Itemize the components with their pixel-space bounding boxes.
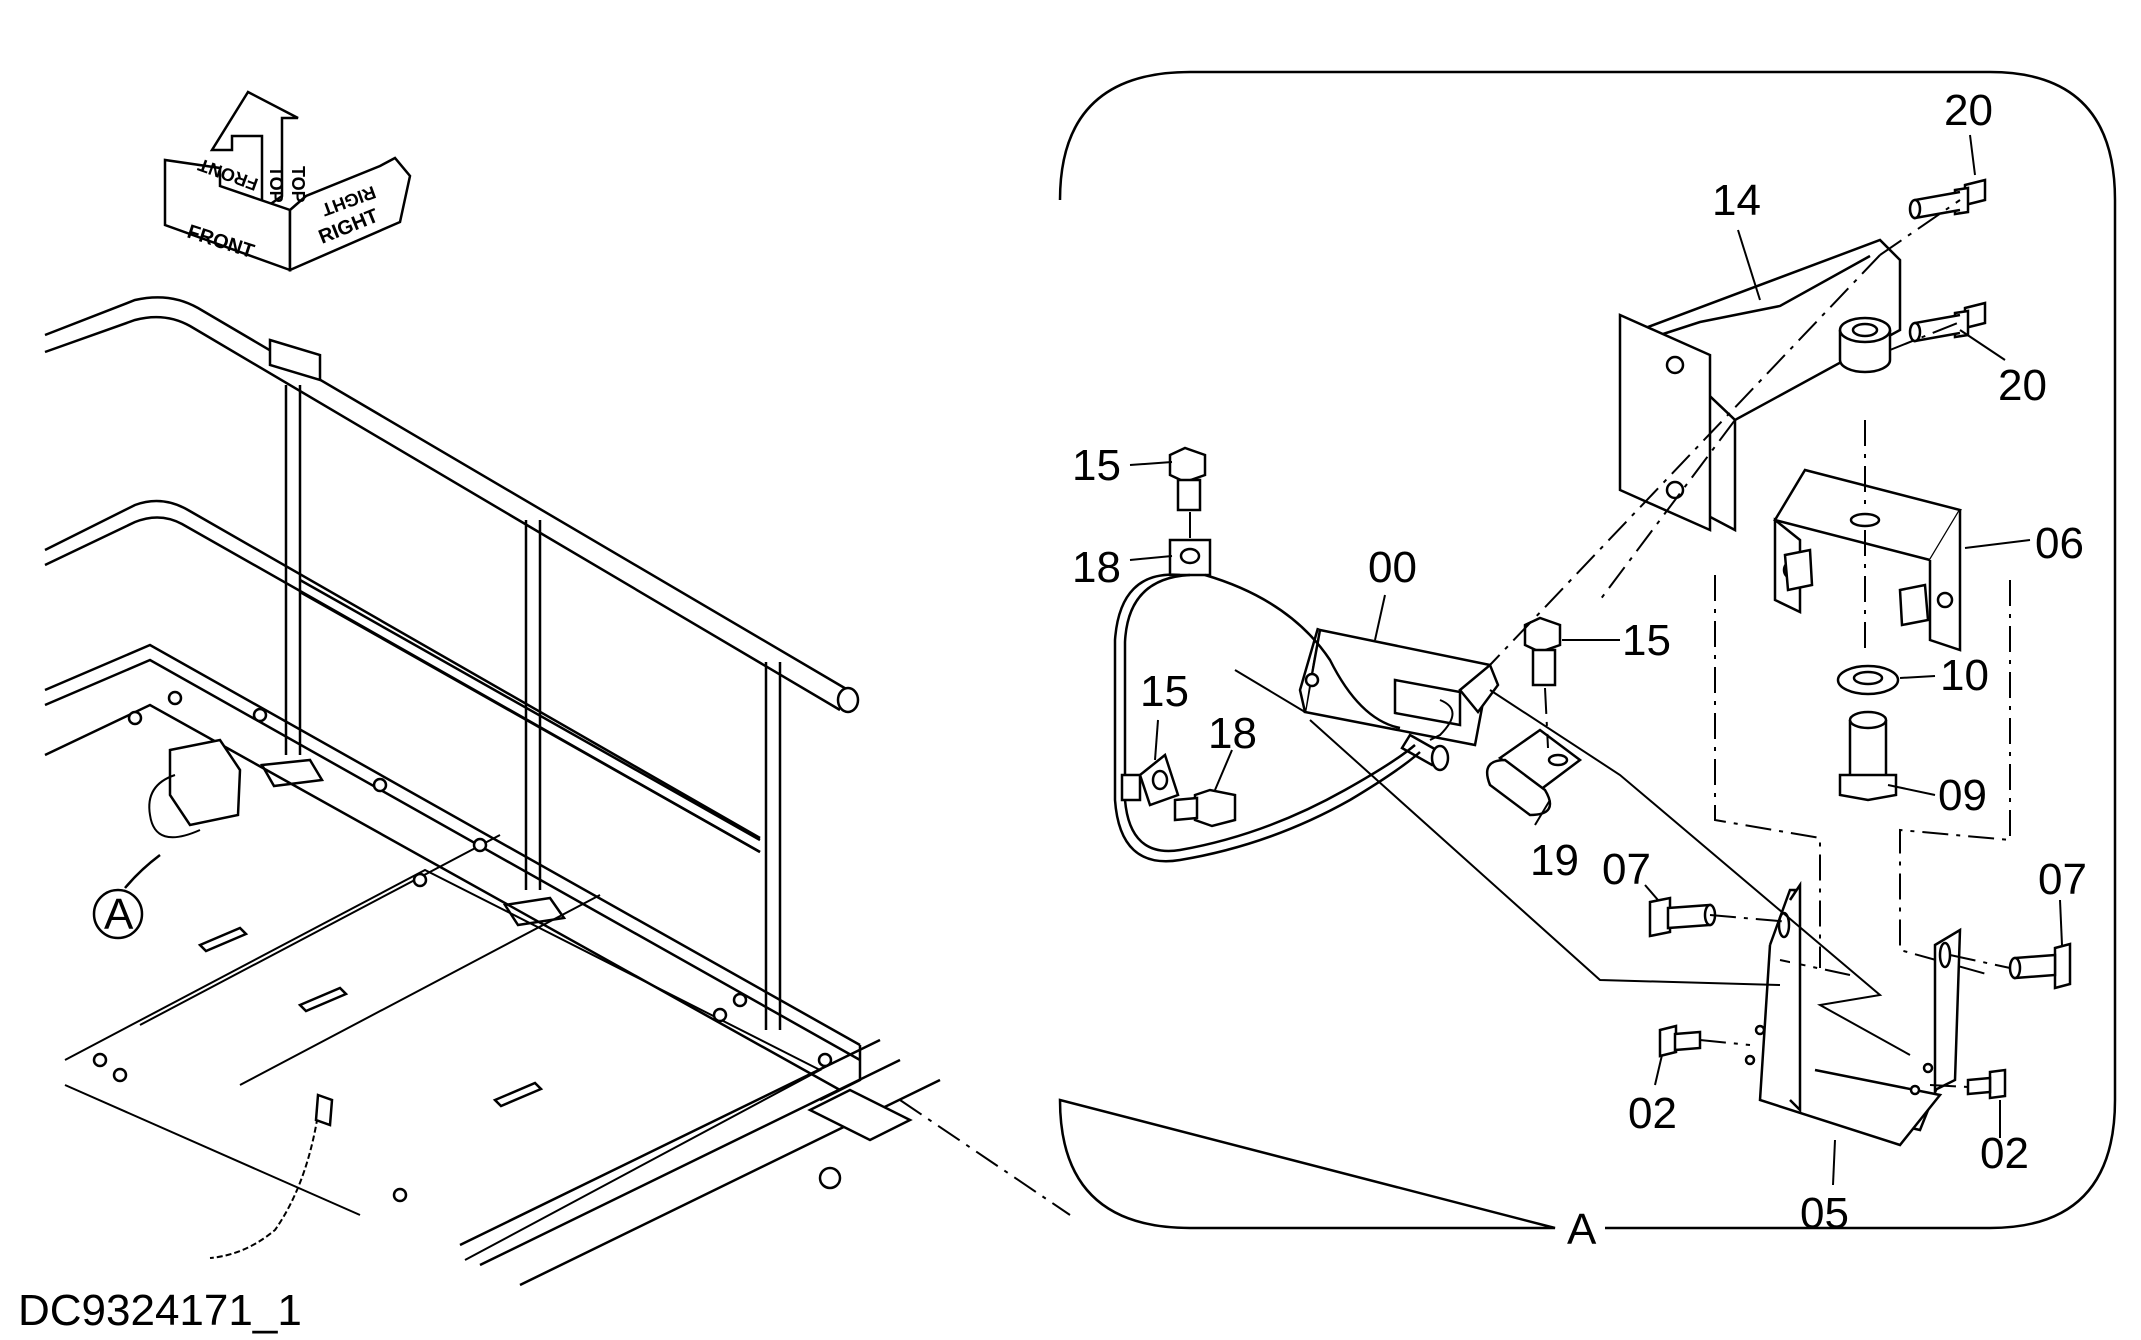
part-06-u-bracket <box>1773 468 1962 652</box>
callout-20-upper: 20 <box>1944 86 1993 135</box>
mid-rail <box>299 578 761 842</box>
orientation-top-label-2: TOP <box>288 166 308 203</box>
sensor-cable-upper <box>1204 573 1401 730</box>
callout-14: 14 <box>1712 176 1761 225</box>
callout-02-right: 02 <box>1980 1129 2029 1178</box>
platform-rear-edge <box>44 643 861 1047</box>
part-02-screw-right <box>1966 1068 2007 1100</box>
callout-18-side: 18 <box>1208 709 1257 758</box>
part-09-pin <box>1838 710 1898 802</box>
part-00-proximity-sensor <box>1298 627 1500 772</box>
part-15-bolt-top <box>1168 446 1207 512</box>
deck-plate-outline <box>64 868 823 1261</box>
drawing-id-label: DC9324171_1 <box>18 1286 302 1335</box>
upper-handrail-lower-edge <box>44 315 841 712</box>
handrail-post-3 <box>764 662 782 1030</box>
deck-plate-front <box>64 1084 361 1216</box>
callout-06: 06 <box>2035 519 2084 568</box>
part-20-bolt-upper <box>1908 178 1987 220</box>
platform-bolts <box>92 690 833 1203</box>
detail-frame <box>1058 70 2117 1230</box>
platform-rear-edge-inner <box>44 658 861 1062</box>
handrail-post-1 <box>284 385 302 755</box>
lower-handrail-lower-edge <box>44 516 761 854</box>
top-arrow-shape <box>209 90 299 213</box>
screw-02-axes <box>1699 1039 1969 1088</box>
sensor-cable-outer <box>1113 573 1421 863</box>
callout-leader-a <box>124 854 161 889</box>
callout-10: 10 <box>1940 651 1989 700</box>
installation-guide-lines <box>1234 669 1911 1056</box>
part-18-terminal-side <box>1138 752 1180 807</box>
chain-clip <box>314 1093 334 1127</box>
platform-frame-lower <box>44 703 841 1092</box>
callout-leaders <box>1129 134 2063 1186</box>
cable-sleeve <box>1120 773 1142 802</box>
mid-rail-edge <box>299 590 761 854</box>
detail-callout-circle <box>92 888 144 940</box>
part-02-screw-left <box>1658 1024 1702 1058</box>
step-plate-hole <box>818 1166 842 1190</box>
sensor-assembly-location <box>148 738 242 839</box>
callout-15-top: 15 <box>1072 441 1121 490</box>
step-plate <box>807 1088 913 1142</box>
lower-step-frame <box>459 1038 941 1287</box>
detail-extension-line <box>899 1099 1071 1216</box>
bolt-07-left-axis <box>1709 914 1791 923</box>
part-15-bolt-side <box>1173 788 1237 828</box>
platform-isometric-view: A <box>44 296 1071 1287</box>
lower-handrail <box>44 499 761 840</box>
callout-15-center: 15 <box>1622 616 1671 665</box>
part-19-cable-clamp <box>1485 728 1583 817</box>
callout-15-side: 15 <box>1140 667 1189 716</box>
detail-view-label: A <box>1567 1205 1597 1254</box>
handrail-end-cap <box>836 686 860 714</box>
bolt-15-center-axis <box>1544 687 1549 749</box>
deck-handle-2 <box>297 986 349 1013</box>
callout-09: 09 <box>1938 771 1987 820</box>
bolt-20-lower-axis <box>1889 321 1961 351</box>
callout-05: 05 <box>1800 1189 1849 1238</box>
callout-00: 00 <box>1368 543 1417 592</box>
post-bracket <box>268 338 322 382</box>
deck-handle-3 <box>492 1081 544 1108</box>
orientation-top-label: TOP <box>266 166 286 203</box>
part-18-terminal-top <box>1168 538 1212 577</box>
right-arrow-shape <box>288 156 412 272</box>
orientation-arrows-icon: FRONT FRONT TOP TOP RIGHT RIGHT <box>163 90 412 272</box>
sensor-cable-inner <box>1123 573 1416 853</box>
bolt-07-right-axis <box>1949 954 2011 969</box>
upper-handrail <box>44 296 849 692</box>
handrail-post-2 <box>524 520 542 890</box>
deck-plate-seams <box>139 834 601 1086</box>
part-07-bolt-right <box>2008 942 2072 990</box>
deck-handle-1 <box>197 926 249 953</box>
post-base-1 <box>259 758 325 788</box>
part-05-mounting-bracket <box>1744 880 1962 1147</box>
part-07-bolt-left <box>1648 896 1717 938</box>
callout-18-top: 18 <box>1072 543 1121 592</box>
callout-02-left: 02 <box>1628 1089 1677 1138</box>
part-10-washer <box>1836 664 1900 696</box>
callout-07-left: 07 <box>1602 845 1651 894</box>
part-14-bracket <box>1618 238 1902 533</box>
callout-20-lower: 20 <box>1998 361 2047 410</box>
detail-view-a: A <box>1058 70 2117 1254</box>
detail-callout-label: A <box>104 890 134 939</box>
bolt-20-upper-axis <box>1879 199 1961 256</box>
part-20-bolt-lower <box>1908 301 1987 343</box>
callout-19: 19 <box>1530 836 1579 885</box>
safety-chain <box>209 1099 321 1259</box>
callout-07-right: 07 <box>2038 855 2087 904</box>
part-15-bolt-center <box>1523 616 1562 687</box>
sensor-mount-axis <box>1489 254 1881 666</box>
